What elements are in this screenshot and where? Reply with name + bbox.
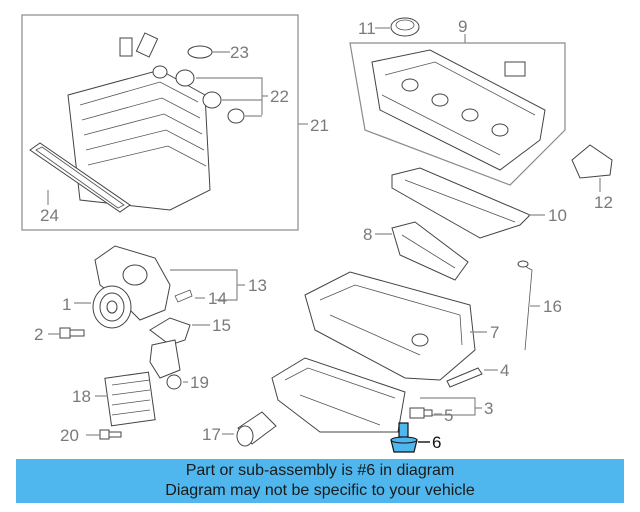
gasket-24-drawing [29,142,131,213]
oil-filter-17-drawing [236,411,277,447]
oil-cooler-18-drawing [104,371,156,427]
banner-line-2: Diagram may not be specific to your vehi… [165,482,475,499]
callout-3: 3 [484,399,493,418]
callout-12: 12 [594,193,613,212]
callout-17: 17 [202,425,221,444]
callout-9: 9 [458,17,467,36]
callout-14: 14 [208,289,227,308]
baffle-8-drawing [391,221,469,281]
upper-oil-pan-drawing [304,271,476,381]
oil-filler-cap-drawing [390,17,420,37]
seal-rings-drawing [152,45,245,124]
callout-24: 24 [40,206,59,225]
callout-7: 7 [490,323,499,342]
callout-15: 15 [212,316,231,335]
seal-19-drawing [166,374,182,390]
callout-1: 1 [62,295,71,314]
callout-8: 8 [363,225,372,244]
bolt-2-drawing [59,327,85,339]
info-banner: Part or sub-assembly is #6 in diagram Di… [16,459,624,503]
tube-4-drawing [446,367,483,388]
oil-level-sensor-6-drawing [390,422,418,453]
lower-oil-pan-drawing [271,357,406,433]
callout-16: 16 [543,297,562,316]
callout-23: 23 [230,43,249,62]
callout-5: 5 [444,406,453,425]
callout-19: 19 [190,373,209,392]
banner-line-1: Part or sub-assembly is #6 in diagram [185,462,455,479]
callout-11: 11 [358,19,376,38]
dipstick-drawing [517,260,533,351]
callout-4: 4 [500,361,509,380]
intake-manifold-group-box [21,14,299,231]
callout-18: 18 [72,387,91,406]
gasket-14-drawing [174,289,193,303]
intake-manifold-drawing [67,32,211,211]
callout-13: 13 [248,276,267,295]
callout-2: 2 [34,325,43,344]
cover-12-drawing [571,144,613,179]
callout-10: 10 [548,206,567,225]
callout-6: 6 [432,433,441,452]
callout-22: 22 [270,87,289,106]
timing-cover-13-drawing [94,245,171,321]
head-cover-drawing [371,49,546,171]
callout-20: 20 [60,426,79,445]
housing-15-drawing [149,317,191,379]
drain-plug-5-drawing [409,407,433,419]
gasket-10-drawing [391,167,531,239]
bolt-20-drawing [99,429,122,440]
callout-21: 21 [310,116,329,135]
pulley-1-drawing [92,285,132,329]
head-cover-group-box [349,42,566,186]
